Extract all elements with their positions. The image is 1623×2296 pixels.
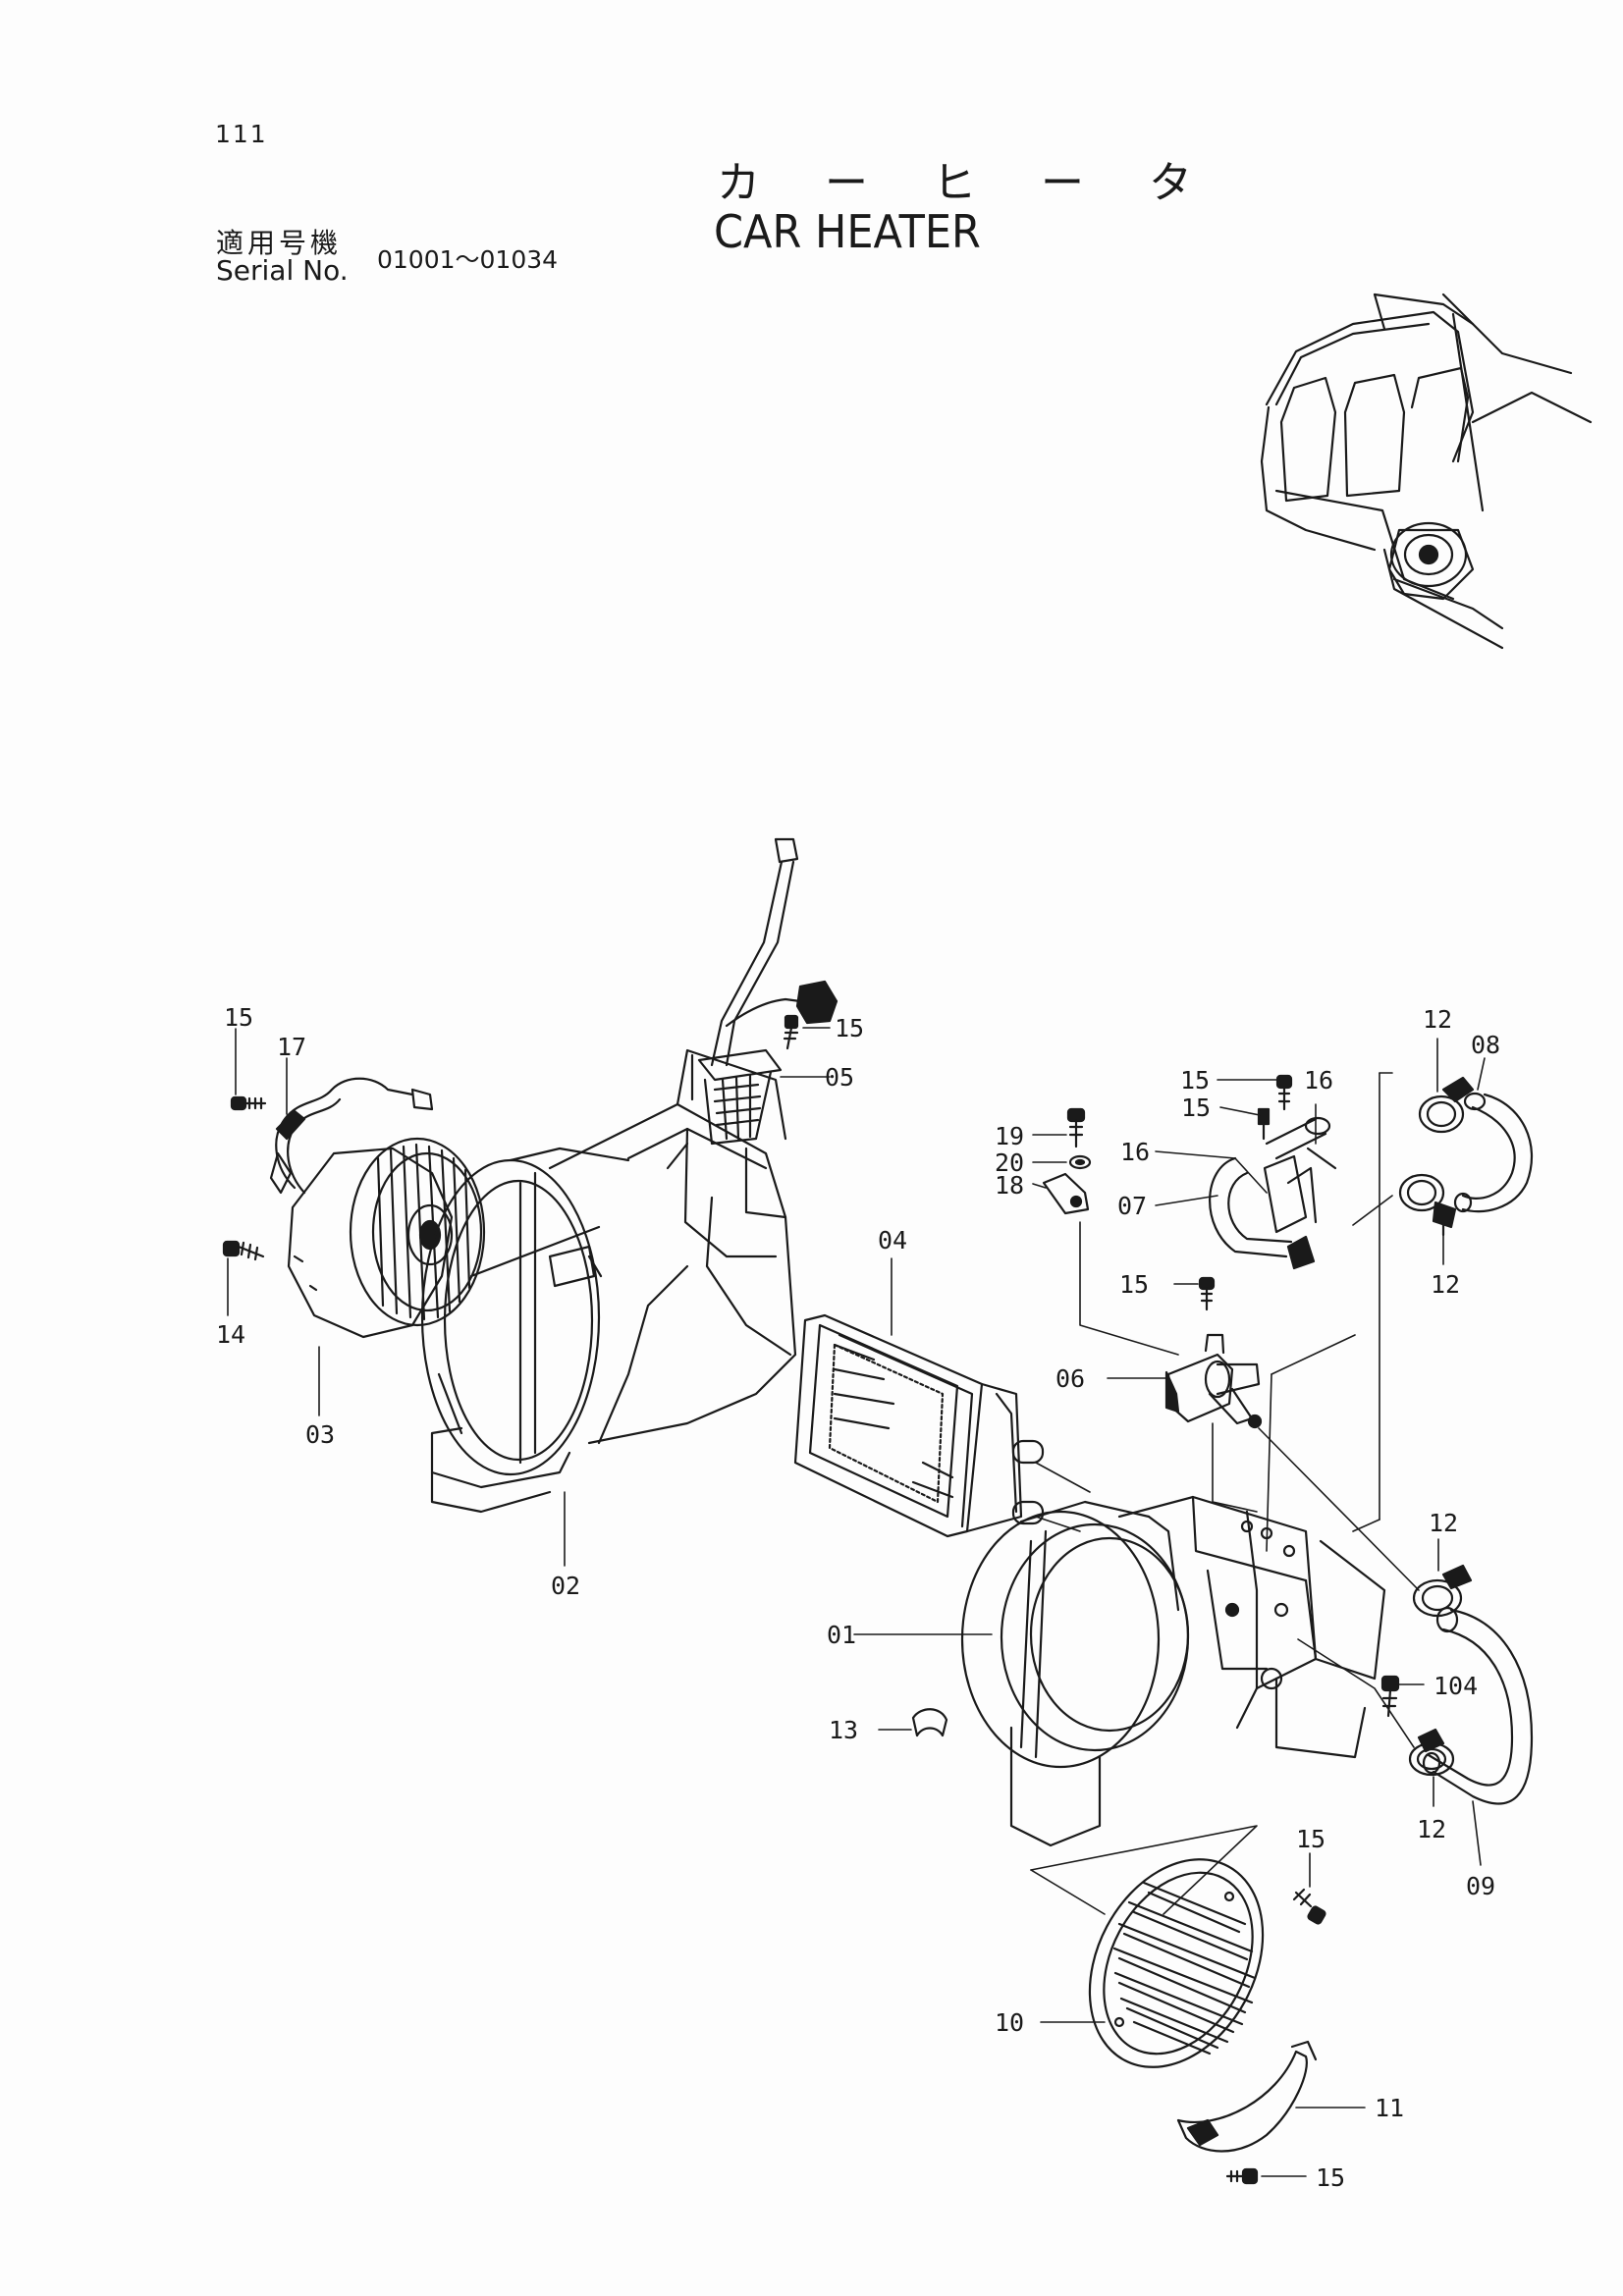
callout-17: 17 — [277, 1033, 306, 1061]
callout-15: 15 — [224, 1003, 253, 1032]
bolt-19 — [1066, 1107, 1086, 1148]
leader-lines — [227, 1027, 1486, 2177]
callout-09: 09 — [1466, 1872, 1495, 1900]
callout-15: 15 — [1119, 1270, 1149, 1299]
thermostat-switch — [666, 837, 839, 1170]
callout-01: 01 — [827, 1621, 856, 1649]
callout-07: 07 — [1117, 1192, 1147, 1220]
screw-15-e — [1225, 2167, 1259, 2185]
callout-10: 10 — [995, 2008, 1024, 2037]
serial-label-japanese: 適用号機 — [216, 227, 343, 259]
callout-13: 13 — [829, 1716, 858, 1744]
callout-05: 05 — [825, 1063, 854, 1092]
callout-04: 04 — [878, 1226, 907, 1255]
callout-15: 15 — [1296, 1825, 1325, 1853]
screw-15-mid — [783, 1014, 799, 1050]
callout-02: 02 — [551, 1572, 580, 1600]
hose-09 — [1422, 1606, 1534, 1805]
screw-15-a — [1275, 1074, 1293, 1111]
callout-12: 12 — [1417, 1815, 1446, 1843]
bolt-14 — [222, 1240, 265, 1261]
hose-clamp-12c — [1412, 1564, 1473, 1618]
blower-fan — [269, 1077, 486, 1339]
callout-12: 12 — [1431, 1270, 1460, 1299]
page-title: CAR HEATER — [714, 206, 981, 259]
callout-03: 03 — [305, 1420, 335, 1449]
pipe-07 — [1209, 1116, 1337, 1270]
screw-15-b — [1257, 1107, 1271, 1141]
title-japanese: カ ー ヒ ー タ — [717, 158, 1217, 208]
callout-19: 19 — [995, 1122, 1024, 1150]
callout-15: 15 — [835, 1014, 864, 1042]
heater-core — [793, 1313, 1045, 1538]
page-number: 111 — [215, 120, 268, 148]
callout-20: 20 — [995, 1148, 1024, 1177]
front-housing — [420, 1048, 797, 1514]
water-valve — [1164, 1333, 1263, 1429]
bolt-104 — [1380, 1675, 1400, 1718]
callout-104: 104 — [1434, 1672, 1478, 1700]
assembly-guide-lines — [1030, 1072, 1420, 1915]
machine-location-inset — [1260, 293, 1593, 650]
hose-clamp-12a — [1418, 1076, 1475, 1134]
screw-15-left — [230, 1095, 267, 1111]
callout-15: 15 — [1316, 2163, 1345, 2192]
callout-16: 16 — [1304, 1066, 1333, 1095]
bracket-18 — [1042, 1172, 1090, 1215]
callout-08: 08 — [1471, 1031, 1500, 1059]
clip-13 — [911, 1708, 948, 1737]
hose-clamp-12b — [1398, 1173, 1457, 1237]
hose-clamp-12d — [1408, 1728, 1455, 1777]
callout-numbers: 15 17 14 03 02 15 05 04 01 13 15 16 15 1… — [216, 1003, 1500, 2192]
callout-18: 18 — [995, 1171, 1024, 1200]
serial-range: 01001～01034 — [377, 245, 559, 274]
serial-label: Serial No. — [216, 254, 349, 287]
screw-15-c — [1198, 1276, 1216, 1311]
callout-15: 15 — [1181, 1094, 1211, 1122]
callout-12: 12 — [1423, 1005, 1452, 1034]
callout-11: 11 — [1375, 2094, 1404, 2122]
screw-15-d — [1292, 1888, 1326, 1925]
cover-11 — [1176, 2040, 1318, 2153]
callout-14: 14 — [216, 1320, 245, 1349]
washer-20 — [1068, 1154, 1092, 1170]
callout-12: 12 — [1429, 1509, 1458, 1537]
grille — [1088, 1858, 1265, 2068]
rear-housing — [960, 1495, 1386, 1847]
callout-15: 15 — [1180, 1066, 1210, 1095]
callout-06: 06 — [1055, 1364, 1085, 1393]
hose-08 — [1453, 1092, 1534, 1213]
callout-16: 16 — [1120, 1138, 1150, 1166]
